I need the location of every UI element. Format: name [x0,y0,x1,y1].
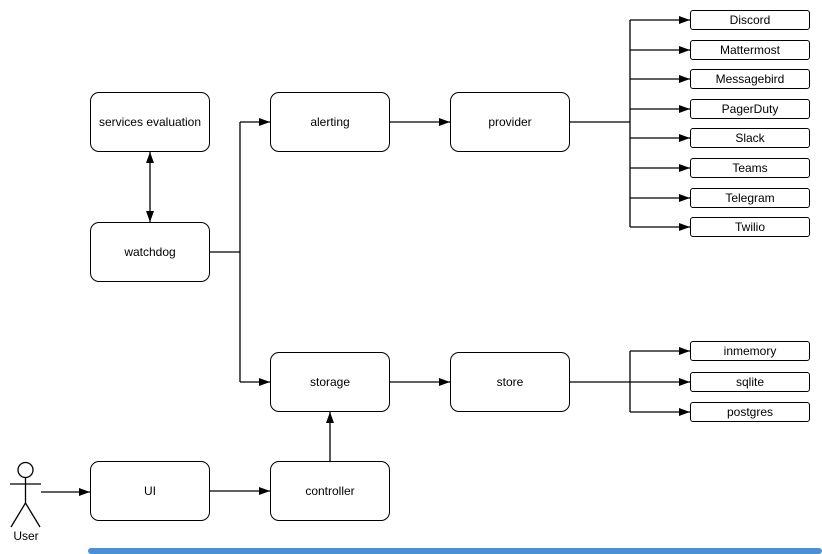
node-watchdog: watchdog [90,222,210,282]
node-provider-telegram: Telegram [690,188,810,208]
edge-provider-fanout [570,16,690,231]
node-provider-twilio: Twilio [690,217,810,237]
node-provider-discord: Discord [690,10,810,30]
node-store: store [450,352,570,412]
node-provider-teams: Teams [690,158,810,178]
node-provider-messagebird: Messagebird [690,69,810,89]
node-controller: controller [270,461,390,521]
node-storage: storage [270,352,390,412]
node-ui: UI [90,461,210,521]
node-store-postgres: postgres [690,402,810,422]
horizontal-scrollbar-thumb[interactable] [88,548,822,554]
node-provider: provider [450,92,570,152]
node-provider-pagerduty: PagerDuty [690,99,810,119]
edge-store-fanout [570,347,690,416]
node-store-sqlite: sqlite [690,372,810,392]
edge-watchdog-branch [210,118,270,386]
node-alerting: alerting [270,92,390,152]
user-actor-icon [10,461,41,528]
user-actor-label: User [13,529,39,543]
node-provider-slack: Slack [690,128,810,148]
node-store-inmemory: inmemory [690,341,810,361]
node-services-evaluation: services evaluation [90,92,210,152]
node-provider-mattermost: Mattermost [690,40,810,60]
